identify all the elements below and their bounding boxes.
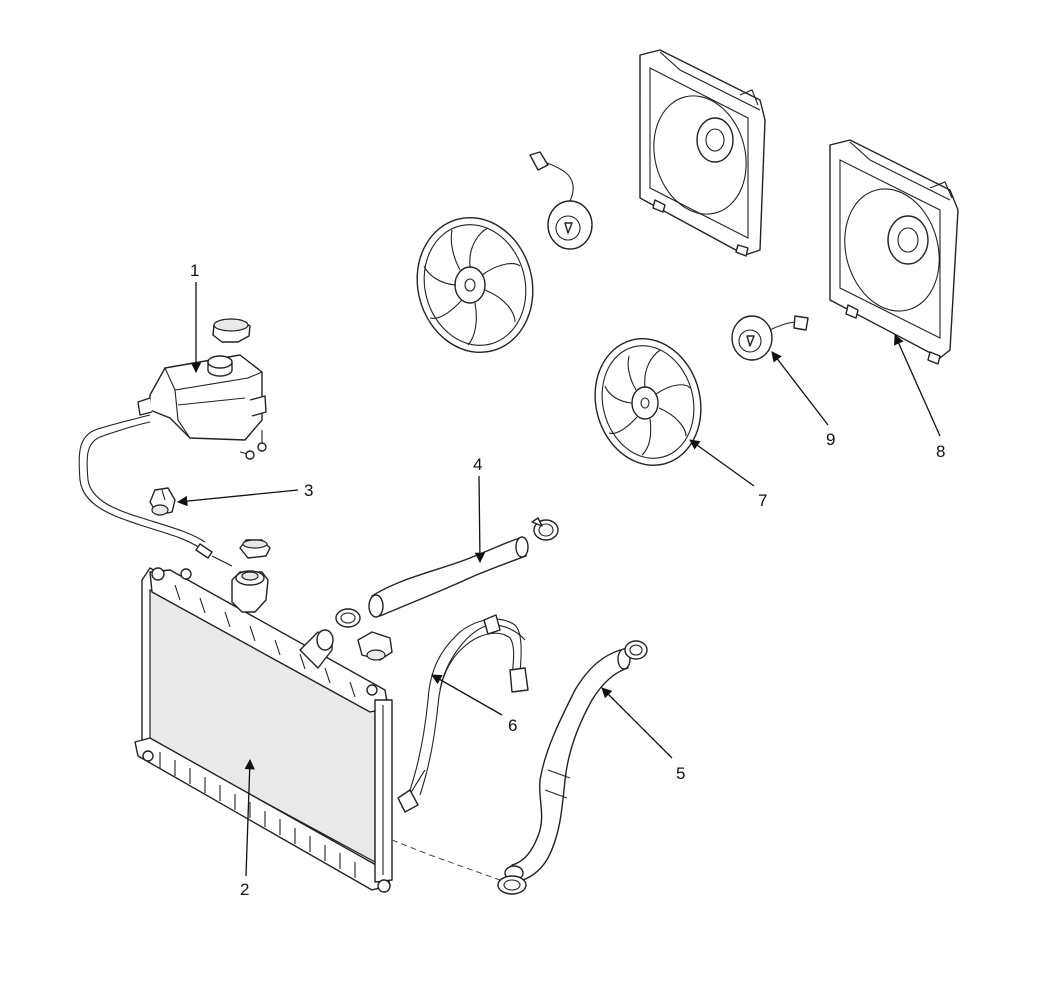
callout-7: 7 bbox=[758, 491, 767, 510]
callout-4: 4 bbox=[473, 455, 482, 474]
leader-line-8 bbox=[894, 334, 941, 437]
callout-8: 8 bbox=[936, 442, 945, 461]
hose-clamp-lower-2 bbox=[497, 875, 527, 895]
leader-line-6 bbox=[431, 674, 503, 716]
hose-clamp-upper-1 bbox=[531, 517, 559, 541]
reservoir-cap bbox=[212, 318, 251, 343]
fan-motor-lower bbox=[731, 315, 809, 361]
radiator-to-hose-alignment-line bbox=[391, 839, 501, 881]
hose-clamp-upper-2 bbox=[335, 608, 361, 628]
callout-9: 9 bbox=[826, 430, 835, 449]
hose-clip-bracket bbox=[149, 487, 176, 516]
leader-line-7 bbox=[689, 439, 755, 487]
fan-shroud-lower bbox=[829, 139, 959, 365]
callout-3: 3 bbox=[304, 481, 313, 500]
callout-2: 2 bbox=[240, 880, 249, 899]
coolant-reservoir bbox=[137, 354, 267, 460]
leader-line-4 bbox=[474, 475, 486, 564]
overflow-hose bbox=[78, 414, 233, 567]
hose-clamp-lower-1 bbox=[624, 640, 648, 660]
cooling-fan-upper bbox=[416, 216, 534, 354]
radiator bbox=[134, 567, 393, 893]
fan-motor-upper bbox=[529, 151, 593, 250]
fan-shroud-upper bbox=[639, 49, 766, 257]
callout-6: 6 bbox=[508, 716, 517, 735]
leader-line-3 bbox=[176, 489, 299, 507]
leader-line-9 bbox=[771, 351, 829, 426]
oil-cooler-hoses bbox=[397, 614, 529, 813]
callout-5: 5 bbox=[676, 764, 685, 783]
radiator-mount-bracket bbox=[357, 631, 393, 661]
leader-line-2 bbox=[244, 758, 255, 877]
radiator-cap bbox=[239, 539, 271, 559]
leader-line-5 bbox=[601, 687, 673, 759]
callout-1: 1 bbox=[190, 261, 199, 280]
upper-radiator-hose bbox=[368, 536, 529, 618]
cooling-fan-lower bbox=[594, 338, 702, 466]
